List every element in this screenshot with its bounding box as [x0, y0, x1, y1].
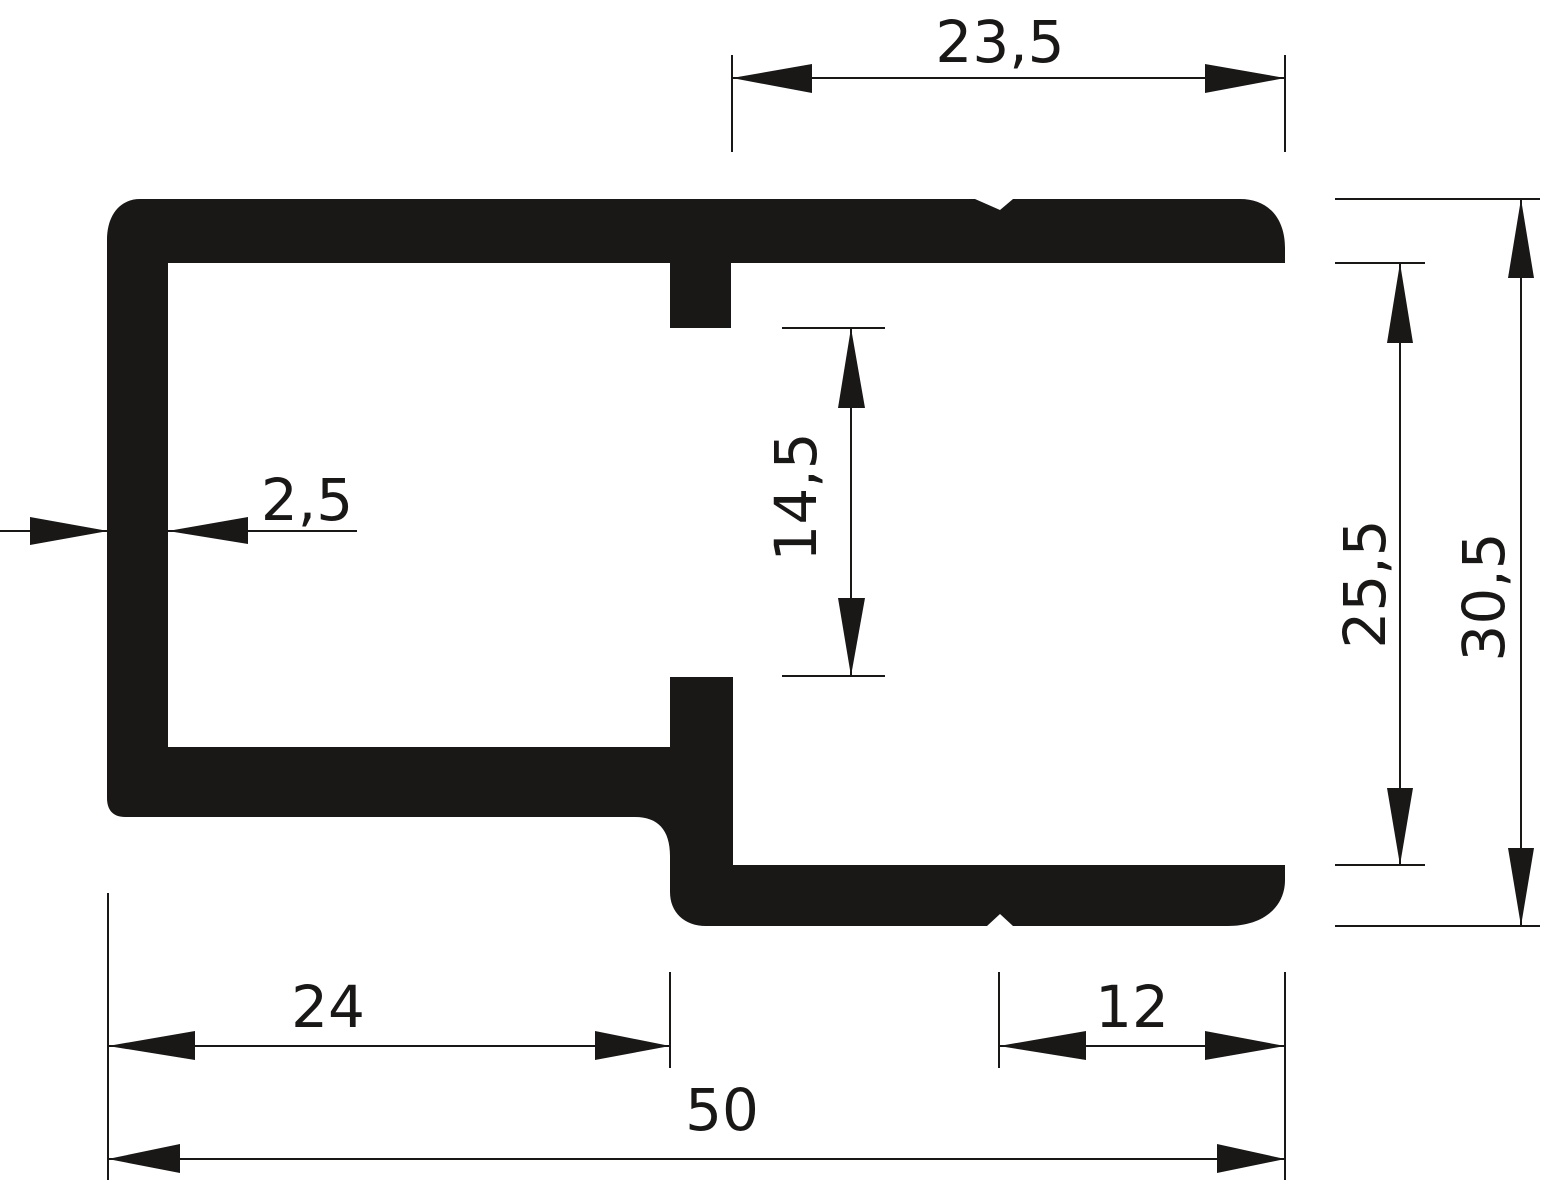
- profile-section: [107, 199, 1285, 926]
- dimension-overall-width: 50: [108, 1076, 1285, 1173]
- dimension-opening-height: 14,5: [762, 328, 865, 676]
- dimension-label-outer-height: 30,5: [1450, 532, 1518, 661]
- dimension-outer-height: 30,5: [1450, 199, 1534, 926]
- extension-lines: [107, 55, 1540, 1180]
- dimension-label-inner-height: 25,5: [1331, 519, 1399, 648]
- dimension-left-bottom-width: 24: [108, 973, 670, 1060]
- dimension-label-wall-thickness: 2,5: [261, 466, 353, 534]
- dimension-right-bottom-width: 12: [999, 973, 1285, 1060]
- dimension-wall-thickness: 2,5: [0, 466, 357, 545]
- dimension-inner-height: 25,5: [1331, 263, 1413, 865]
- dimension-top-width: 23,5: [732, 8, 1285, 93]
- dimension-label-overall-width: 50: [685, 1076, 759, 1144]
- dimension-label-left-bottom-width: 24: [291, 973, 365, 1041]
- dimension-label-right-bottom-width: 12: [1095, 973, 1169, 1041]
- dimension-label-opening-height: 14,5: [762, 432, 830, 561]
- dimension-label-top-width: 23,5: [935, 8, 1064, 76]
